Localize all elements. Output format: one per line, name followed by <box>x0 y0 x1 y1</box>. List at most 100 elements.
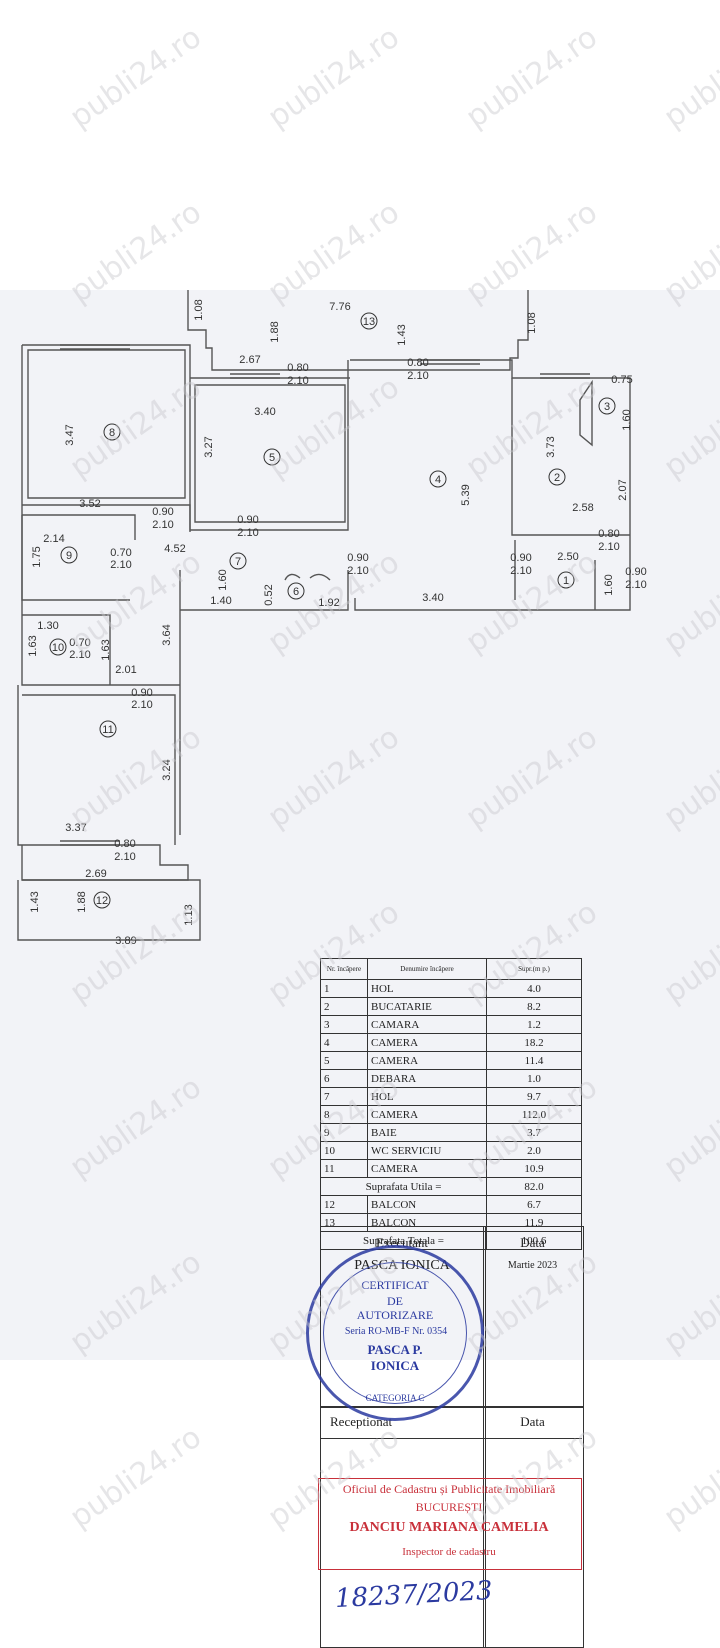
watermark-text: publi24.ro <box>63 1419 208 1536</box>
room-number: 6 <box>293 586 299 598</box>
table-cell-name: CAMERA <box>367 1159 487 1178</box>
dimension-label: 0.80 <box>114 838 135 850</box>
dimension-label: 3.47 <box>64 424 76 445</box>
table-cell-nr: 9 <box>320 1123 368 1142</box>
room-number: 4 <box>435 474 441 486</box>
header-area: Supr.(m p.) <box>486 958 582 980</box>
watermark-text: publi24.ro <box>63 19 208 136</box>
dimension-label: 0.75 <box>611 374 632 386</box>
executant-date: Martie 2023 <box>507 1260 558 1271</box>
room-number: 1 <box>563 575 569 587</box>
dimension-label: 1.43 <box>29 891 41 912</box>
table-cell-name: CAMERA <box>367 1051 487 1070</box>
room-number: 7 <box>235 556 241 568</box>
room-number: 11 <box>102 724 113 736</box>
total-value: 100.6 <box>486 1231 582 1250</box>
dimension-label: 0.90 <box>347 552 368 564</box>
table-cell-name: HOL <box>367 979 487 998</box>
dimension-label: 3.64 <box>161 624 173 645</box>
table-cell-nr: 6 <box>320 1069 368 1088</box>
cadastral-document: 1 2 3 4 5 6 7 8 9 10 11 12 13 1.08 7.76 … <box>0 290 720 1648</box>
dimension-label: 5.39 <box>460 484 472 505</box>
table-cell-nr: 12 <box>320 1195 368 1214</box>
table-cell-name: WC SERVICIU <box>367 1141 487 1160</box>
table-cell-nr: 5 <box>320 1051 368 1070</box>
dimension-label: 2.58 <box>572 502 593 514</box>
table-cell-area: 8.2 <box>486 997 582 1016</box>
dimension-label: 1.08 <box>193 299 205 320</box>
stamp-line: IONICA <box>370 1358 420 1373</box>
util-label: Suprafata Utila = <box>320 1177 487 1196</box>
table-cell-area: 3.7 <box>486 1123 582 1142</box>
dimension-label: 7.76 <box>329 301 350 313</box>
floor-plan: 1 2 3 4 5 6 7 8 9 10 11 12 13 1.08 7.76 … <box>17 290 647 947</box>
dimension-label: 2.10 <box>131 699 152 711</box>
table-cell-name: HOL <box>367 1087 487 1106</box>
dimension-label: 0.90 <box>152 506 173 518</box>
table-cell-name: CAMERA <box>367 1105 487 1124</box>
dimension-label: 1.60 <box>621 409 633 430</box>
dimension-label: 0.70 <box>110 547 131 559</box>
dimension-label: 3.73 <box>545 436 557 457</box>
header-nr: Nr. încăpere <box>320 958 368 980</box>
dimension-label: 1.75 <box>31 546 43 567</box>
dimension-label: 0.90 <box>510 552 531 564</box>
table-cell-name: BUCATARIE <box>367 997 487 1016</box>
dimension-label: 1.92 <box>318 597 339 609</box>
receptionat-data-label: Data <box>520 1414 545 1429</box>
table-cell-area: 18.2 <box>486 1033 582 1052</box>
stamp-line: Seria RO-MB-F Nr. 0354 <box>344 1326 448 1337</box>
dimension-label: 1.60 <box>603 574 615 595</box>
dimension-label: 3.37 <box>65 822 86 834</box>
table-cell-nr: 10 <box>320 1141 368 1160</box>
table-cell-area: 112.0 <box>486 1105 582 1124</box>
dimension-label: 0.52 <box>263 584 275 605</box>
dimension-label: 0.70 <box>69 637 90 649</box>
dimension-label: 1.40 <box>210 595 231 607</box>
dimension-label: 3.27 <box>203 436 215 457</box>
watermark-text: publi24.ro <box>657 1419 720 1536</box>
dimension-label: 1.60 <box>217 569 229 590</box>
room-number: 8 <box>109 427 115 439</box>
executant-date-block <box>483 1226 584 1408</box>
table-cell-area: 1.0 <box>486 1069 582 1088</box>
dimension-label: 2.07 <box>617 479 629 500</box>
table-cell-name: CAMERA <box>367 1033 487 1052</box>
dimension-label: 1.88 <box>269 321 281 342</box>
dimension-label: 1.88 <box>76 891 88 912</box>
util-value: 82.0 <box>486 1177 582 1196</box>
table-cell-area: 2.0 <box>486 1141 582 1160</box>
room-number: 10 <box>52 642 64 654</box>
table-cell-area: 11.4 <box>486 1051 582 1070</box>
dimension-label: 2.10 <box>598 541 619 553</box>
watermark-text: publi24.ro <box>657 19 720 136</box>
dimension-label: 3.40 <box>422 592 443 604</box>
dimension-label: 3.24 <box>161 759 173 780</box>
room-number: 13 <box>363 316 375 328</box>
dimension-label: 3.52 <box>79 498 100 510</box>
dimension-label: 0.80 <box>598 528 619 540</box>
dimension-label: 2.50 <box>557 551 578 563</box>
dimension-label: 2.10 <box>287 375 308 387</box>
stamp-category: CATEGORIA C <box>365 1393 425 1403</box>
room-number: 3 <box>604 401 610 413</box>
data-label: Data <box>520 1235 545 1250</box>
room-number: 5 <box>269 452 275 464</box>
dimension-label: 0.90 <box>131 687 152 699</box>
room-number: 9 <box>66 550 72 562</box>
table-cell-area: 10.9 <box>486 1159 582 1178</box>
table-cell-area: 6.7 <box>486 1195 582 1214</box>
dimension-label: 2.10 <box>69 649 90 661</box>
